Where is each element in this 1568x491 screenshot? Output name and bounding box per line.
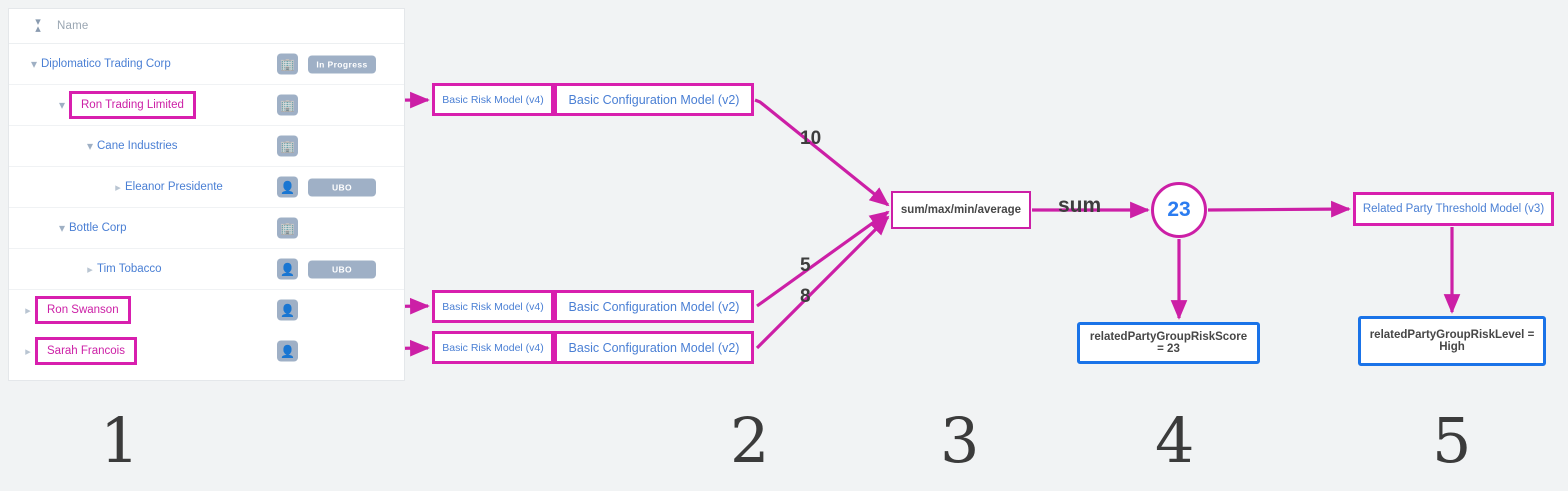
person-icon: 👤: [277, 176, 298, 198]
chevron-right-icon[interactable]: ▸: [25, 345, 31, 358]
row-icons: 👤: [277, 340, 298, 362]
bank-icon: 🏢: [277, 217, 298, 239]
step-number-1: 1: [100, 404, 140, 477]
status-badge: In Progress: [308, 55, 376, 73]
aggregate-value-circle: 23: [1151, 182, 1207, 238]
config-model-box-2[interactable]: Basic Configuration Model (v2): [554, 290, 754, 323]
tree-row-ron-swanson[interactable]: ▸ Ron Swanson 👤: [9, 290, 404, 331]
risk-model-box-2[interactable]: Basic Risk Model (v4): [432, 290, 554, 323]
tree-header-label: Name: [57, 20, 89, 32]
person-icon: 👤: [277, 258, 298, 280]
chevron-down-icon[interactable]: ▾: [58, 98, 66, 112]
tree-row-ron-trading-limited[interactable]: ▾ Ron Trading Limited 🏢: [9, 85, 404, 126]
aggregation-operator-box[interactable]: sum/max/min/average: [891, 191, 1031, 229]
chevron-up-glyph: ▴: [35, 23, 41, 35]
tree-header: ▾ ▴ Name: [9, 9, 404, 44]
output-related-party-group-risk-level: relatedPartyGroupRiskLevel = High: [1358, 316, 1546, 366]
chevron-down-icon[interactable]: ▾: [30, 57, 38, 71]
chevron-down-icon[interactable]: ▾: [86, 139, 94, 153]
tree-row-cane-industries[interactable]: ▾ Cane Industries 🏢: [9, 126, 404, 167]
edge-label-middle: 5: [800, 255, 811, 276]
tree-node-label[interactable]: Cane Industries: [97, 140, 178, 152]
risk-model-box-1[interactable]: Basic Risk Model (v4): [432, 83, 554, 116]
chevron-right-icon[interactable]: ▸: [87, 263, 93, 276]
tree-node-label-highlighted[interactable]: Ron Swanson: [35, 296, 131, 324]
person-icon: 👤: [277, 340, 298, 362]
edge-label-bottom: 8: [800, 286, 811, 307]
row-icons: 🏢: [277, 217, 298, 239]
bank-icon: 🏢: [277, 53, 298, 75]
row-icons: 👤 UBO: [277, 176, 376, 198]
step-number-3: 3: [940, 404, 980, 477]
related-party-threshold-model-box[interactable]: Related Party Threshold Model (v3): [1353, 192, 1554, 226]
step-number-2: 2: [730, 404, 770, 477]
row-icons: 🏢: [277, 94, 298, 116]
step-number-4: 4: [1155, 404, 1195, 477]
row-icons: 🏢: [277, 135, 298, 157]
chevron-right-icon[interactable]: ▸: [115, 181, 121, 194]
chevron-down-glyph: ▾: [35, 16, 41, 29]
tree-row-diplomatico-trading-corp[interactable]: ▾ Diplomatico Trading Corp 🏢 In Progress: [9, 44, 404, 85]
tree-node-label[interactable]: Bottle Corp: [69, 222, 127, 234]
tree-node-label-highlighted[interactable]: Ron Trading Limited: [69, 91, 196, 119]
tree-row-eleanor-presidente[interactable]: ▸ Eleanor Presidente 👤 UBO: [9, 167, 404, 208]
tree-node-label-highlighted[interactable]: Sarah Francois: [35, 337, 137, 365]
tree-row-sarah-francois[interactable]: ▸ Sarah Francois 👤: [9, 331, 404, 372]
tree-node-label[interactable]: Eleanor Presidente: [125, 181, 223, 193]
bank-icon: 🏢: [277, 94, 298, 116]
tree-row-tim-tobacco[interactable]: ▸ Tim Tobacco 👤 UBO: [9, 249, 404, 290]
risk-model-box-3[interactable]: Basic Risk Model (v4): [432, 331, 554, 364]
ubo-badge: UBO: [308, 260, 376, 278]
tree-node-label[interactable]: Tim Tobacco: [97, 263, 162, 275]
output-related-party-group-risk-score: relatedPartyGroupRiskScore = 23: [1077, 322, 1260, 364]
selected-operator-label: sum: [1058, 194, 1102, 217]
tree-row-bottle-corp[interactable]: ▾ Bottle Corp 🏢: [9, 208, 404, 249]
row-icons: 🏢 In Progress: [277, 53, 376, 75]
ubo-badge: UBO: [308, 178, 376, 196]
config-model-box-3[interactable]: Basic Configuration Model (v2): [554, 331, 754, 364]
chevron-right-icon[interactable]: ▸: [25, 304, 31, 317]
tree-node-label[interactable]: Diplomatico Trading Corp: [41, 58, 171, 70]
bank-icon: 🏢: [277, 135, 298, 157]
chevron-down-icon[interactable]: ▾: [58, 221, 66, 235]
row-icons: 👤: [277, 299, 298, 321]
edge-label-top: 10: [800, 128, 822, 149]
collapse-expand-icon[interactable]: ▾ ▴: [27, 16, 49, 35]
row-icons: 👤 UBO: [277, 258, 376, 280]
entity-tree-panel[interactable]: ▾ ▴ Name ▾ Diplomatico Trading Corp 🏢 In…: [8, 8, 405, 381]
person-icon: 👤: [277, 299, 298, 321]
config-model-box-1[interactable]: Basic Configuration Model (v2): [554, 83, 754, 116]
step-number-5: 5: [1432, 404, 1472, 477]
